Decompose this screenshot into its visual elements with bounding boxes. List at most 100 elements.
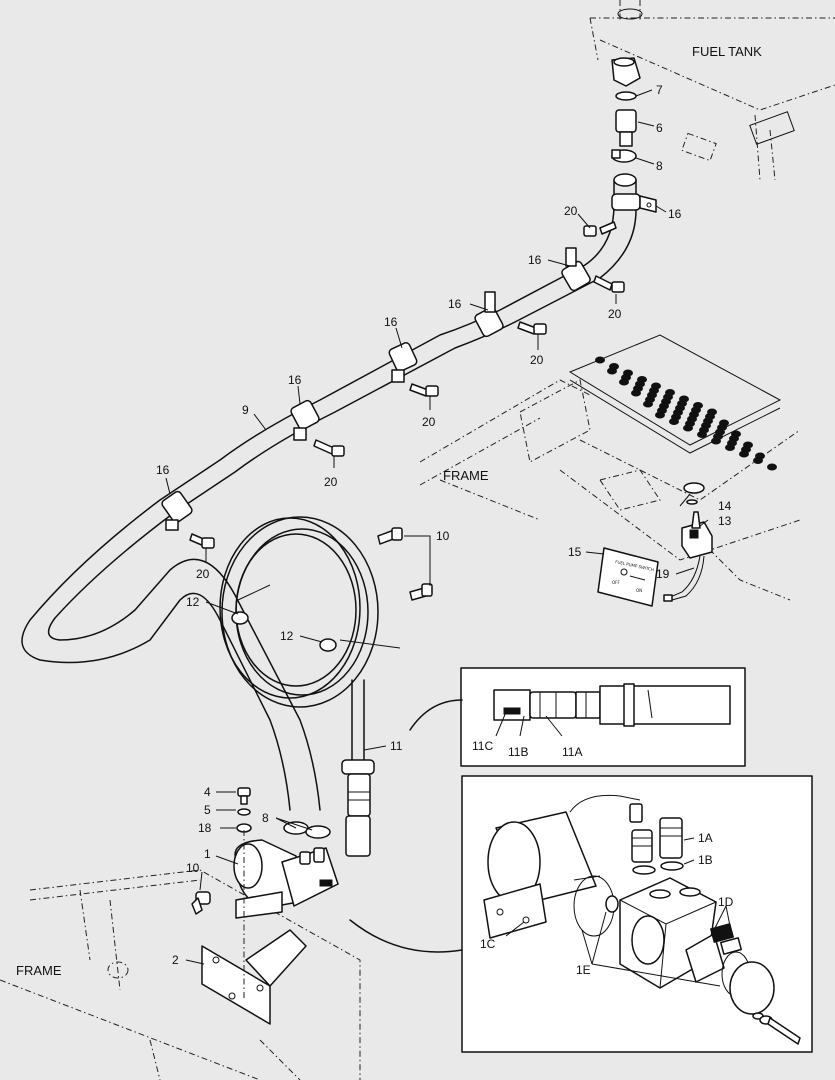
callout-7: 7 — [656, 83, 663, 97]
callout-16-b: 16 — [528, 253, 542, 267]
callout-20-f: 20 — [196, 567, 210, 581]
grip-hole — [655, 411, 665, 419]
washer-5 — [237, 808, 251, 816]
wire-harness-19 — [663, 555, 705, 602]
tank-elbow-fitting — [611, 57, 641, 87]
grip-hole — [767, 463, 777, 471]
callout-5: 5 — [204, 803, 211, 817]
callout-20-a: 20 — [564, 204, 578, 218]
o-ring-7 — [615, 91, 637, 101]
hose-clamp-16-e — [290, 399, 320, 441]
grip-hole — [669, 418, 679, 425]
grip-hole — [619, 378, 629, 386]
callout-1A: 1A — [698, 831, 713, 845]
frame-lower — [0, 869, 361, 1080]
grip-hole — [739, 450, 749, 458]
callout-16-a: 16 — [668, 207, 682, 221]
grip-hole — [607, 367, 617, 375]
grip-hole — [711, 437, 721, 445]
switch-nut-14 — [683, 482, 705, 505]
decal-on: ON — [636, 588, 642, 593]
strainer-assembly — [493, 683, 731, 727]
bolt-20-e — [313, 439, 345, 457]
grip-hole — [683, 424, 693, 432]
decal-off: OFF — [612, 580, 620, 585]
frame-label-upper: FRAME — [443, 468, 489, 483]
callout-2: 2 — [172, 953, 179, 967]
callout-16-f: 16 — [156, 463, 170, 477]
callout-11: 11 — [390, 739, 403, 753]
callout-1C: 1C — [480, 937, 496, 951]
o-ring-1B — [632, 861, 684, 875]
bolt-20-b — [593, 275, 625, 293]
inset-11-arrow — [409, 699, 463, 731]
callout-10-bottom: 10 — [186, 861, 200, 875]
callout-9: 9 — [242, 403, 249, 417]
fuel-tank-label: FUEL TANK — [692, 44, 762, 59]
coil-clamp-12-b — [319, 638, 337, 652]
callout-1E: 1E — [576, 963, 591, 977]
callout-20-c: 20 — [530, 353, 544, 367]
bolt-20-a — [583, 221, 617, 237]
callout-20-e: 20 — [324, 475, 338, 489]
hose-barb-fitting-6 — [615, 109, 637, 147]
callout-4: 4 — [204, 785, 211, 799]
callout-16-d: 16 — [384, 315, 398, 329]
mounting-bracket-2 — [201, 830, 307, 1025]
end-cover-bolt — [752, 1012, 801, 1045]
grip-hole — [697, 431, 707, 438]
bolt-20-f — [189, 533, 215, 549]
fuel-pump-switch-decal-15: FUEL PUMP SWITCH OFF ON — [597, 547, 659, 607]
hose-clamp-16-d — [388, 342, 418, 383]
grip-hole — [595, 356, 605, 364]
grip-hole — [753, 457, 763, 464]
leader-lines — [165, 89, 731, 987]
frame-upper — [419, 379, 801, 601]
hose-clamp-16-a — [611, 193, 657, 213]
callout-8-top: 8 — [656, 159, 663, 173]
callout-10-top: 10 — [436, 529, 450, 543]
screw-10-upper — [377, 527, 403, 545]
callout-13: 13 — [718, 514, 732, 528]
rotor-1E — [605, 895, 619, 913]
callout-14: 14 — [718, 499, 732, 513]
bolt-4 — [237, 787, 251, 805]
callout-20-b: 20 — [608, 307, 622, 321]
bolt-20-d — [409, 383, 439, 397]
callout-19: 19 — [656, 567, 670, 581]
fuel-pump-1 — [233, 839, 339, 919]
callout-16-c: 16 — [448, 297, 462, 311]
callout-11A: 11A — [562, 745, 582, 759]
fitting-1A — [631, 817, 683, 863]
callout-12-b: 12 — [280, 629, 294, 643]
callout-18: 18 — [198, 821, 212, 835]
coil-clamp-12-a — [231, 611, 249, 625]
grip-hole — [725, 444, 735, 451]
callout-1B: 1B — [698, 853, 713, 867]
callout-8-bottom: 8 — [262, 811, 269, 825]
hose-clamp-8-top — [611, 149, 637, 163]
coiled-suction-hose — [219, 516, 401, 761]
grip-hole — [643, 400, 653, 408]
grip-hole — [631, 389, 641, 397]
hose-clamp-16-f — [161, 490, 193, 531]
callout-11B: 11B — [508, 745, 528, 759]
callout-6: 6 — [656, 121, 663, 135]
callout-15: 15 — [568, 545, 582, 559]
callout-labels: 7 6 8 16 20 16 20 16 20 16 20 16 20 9 16… — [156, 83, 734, 977]
vane-kit-1D — [685, 923, 742, 983]
callout-16-e: 16 — [288, 373, 302, 387]
callout-11C: 11C — [472, 739, 493, 753]
hose-clamp-16-b — [561, 247, 591, 292]
callout-1: 1 — [204, 847, 211, 861]
screw-10-bracket — [191, 891, 211, 915]
bolt-20-c — [517, 321, 547, 335]
step-plate — [568, 334, 782, 471]
pump-motor-1C — [483, 794, 643, 939]
end-cover — [729, 961, 775, 1015]
step-plate-grip-holes — [595, 356, 777, 471]
hose-end-fitting-11 — [341, 759, 375, 857]
screw-10-lower — [409, 583, 433, 601]
